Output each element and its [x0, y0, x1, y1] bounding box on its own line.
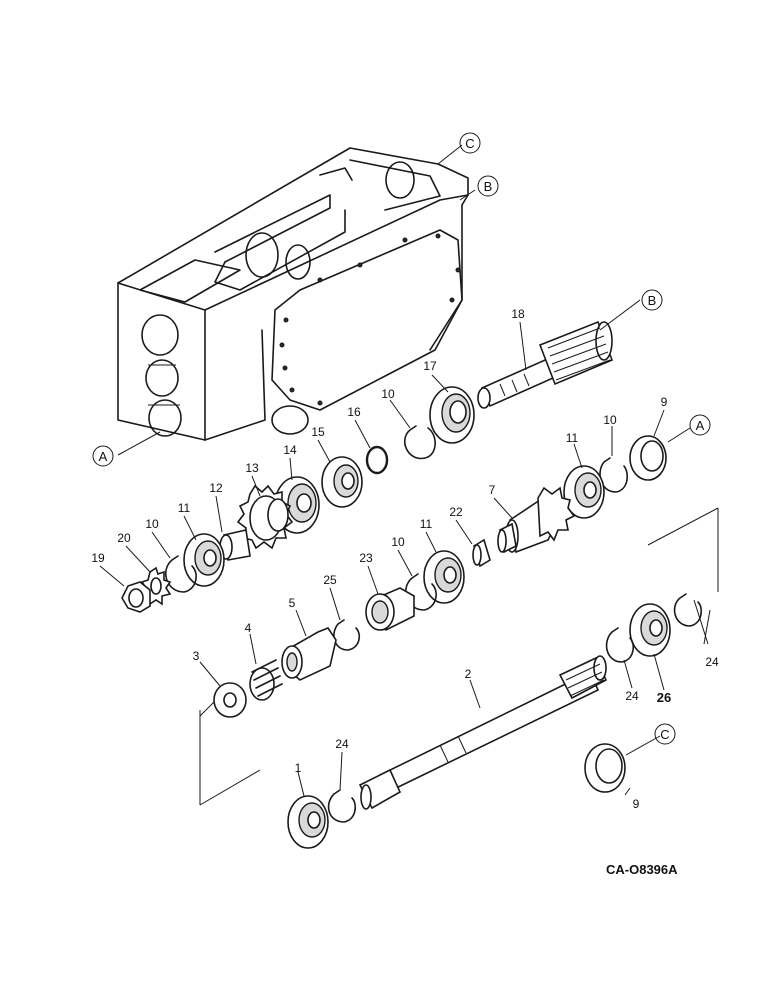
- callout-10-right: 10: [603, 413, 617, 427]
- callout-11-left: 11: [178, 501, 191, 515]
- bearing-11-middle: [423, 550, 465, 604]
- callout-16: 16: [347, 405, 361, 419]
- callout-7: 7: [489, 483, 496, 497]
- transmission-housing: [117, 147, 469, 441]
- drawing-code: CA-O8396A: [606, 862, 678, 877]
- callout-19: 19: [91, 551, 105, 565]
- washer-3: [213, 682, 247, 718]
- callout-9-upper: 9: [661, 395, 668, 409]
- bearing-26: [629, 603, 671, 657]
- cup-9-upper: [629, 435, 667, 481]
- ref-b-top: B: [484, 179, 493, 194]
- callout-2: 2: [465, 667, 472, 681]
- ref-c-top: C: [465, 136, 474, 151]
- callout-10-upper: 10: [381, 387, 395, 401]
- callout-17: 17: [423, 359, 437, 373]
- callout-24-lower: 24: [335, 737, 349, 751]
- snap-ring-10-upper: [404, 425, 436, 460]
- callout-4: 4: [245, 621, 252, 635]
- collar-5: [281, 627, 337, 681]
- snap-ring-25: [333, 619, 361, 651]
- callout-14: 14: [283, 443, 297, 457]
- leader-lines: [99, 144, 711, 797]
- snap-ring-24-lower: [327, 789, 357, 823]
- cup-9-lower: [584, 743, 626, 793]
- callout-18: 18: [511, 307, 525, 321]
- snap-ring-10-middle: [404, 573, 437, 611]
- callout-5: 5: [289, 596, 296, 610]
- snap-ring-10-right: [599, 457, 629, 493]
- callout-15: 15: [311, 425, 325, 439]
- callout-1: 1: [295, 761, 302, 775]
- sleeve-22: [472, 538, 491, 568]
- ref-a-left: A: [99, 449, 108, 464]
- alignment-brackets: [199, 507, 719, 806]
- ref-a-right: A: [696, 418, 705, 433]
- snap-ring-24-mid: [605, 627, 635, 663]
- callout-26: 26: [657, 690, 671, 705]
- upper-splined-shaft: [477, 320, 614, 409]
- ref-c-cup: C: [660, 727, 669, 742]
- callout-9-lower: 9: [633, 797, 640, 811]
- bolt-holes: [279, 233, 461, 406]
- callout-12: 12: [209, 481, 223, 495]
- main-shaft-2: [358, 655, 608, 810]
- callout-10-middle: 10: [391, 535, 405, 549]
- bearing-17: [429, 386, 475, 444]
- nut-19: [121, 581, 151, 613]
- bearing-11-left: [183, 533, 225, 587]
- part-callouts: 1 2 3 4 5 7 9 9 10 10 10 10 11 11 11 12 …: [91, 307, 719, 811]
- callout-24-mid: 24: [625, 689, 639, 703]
- bearing-15: [321, 456, 363, 508]
- callout-24-right: 24: [705, 655, 719, 669]
- callout-22: 22: [449, 505, 463, 519]
- spring-4: [249, 659, 283, 701]
- callout-11-right: 11: [566, 431, 579, 445]
- snap-ring-24-right: [673, 593, 703, 627]
- gear-shaft-7: [497, 486, 576, 554]
- callout-23: 23: [359, 551, 373, 565]
- coupler-23: [365, 587, 415, 631]
- callout-3: 3: [193, 649, 200, 663]
- bearing-11-right: [563, 465, 605, 519]
- callout-25: 25: [323, 573, 337, 587]
- bearing-1: [287, 795, 329, 849]
- callout-20: 20: [117, 531, 131, 545]
- snap-ring-10-left: [164, 555, 197, 593]
- callout-13: 13: [245, 461, 259, 475]
- ref-b-shaft: B: [648, 293, 657, 308]
- callout-11-middle: 11: [420, 517, 433, 531]
- reference-markers: A A B B C C: [92, 132, 711, 745]
- gear-13: [236, 484, 294, 550]
- callout-10-left: 10: [145, 517, 159, 531]
- ring-16: [365, 445, 389, 475]
